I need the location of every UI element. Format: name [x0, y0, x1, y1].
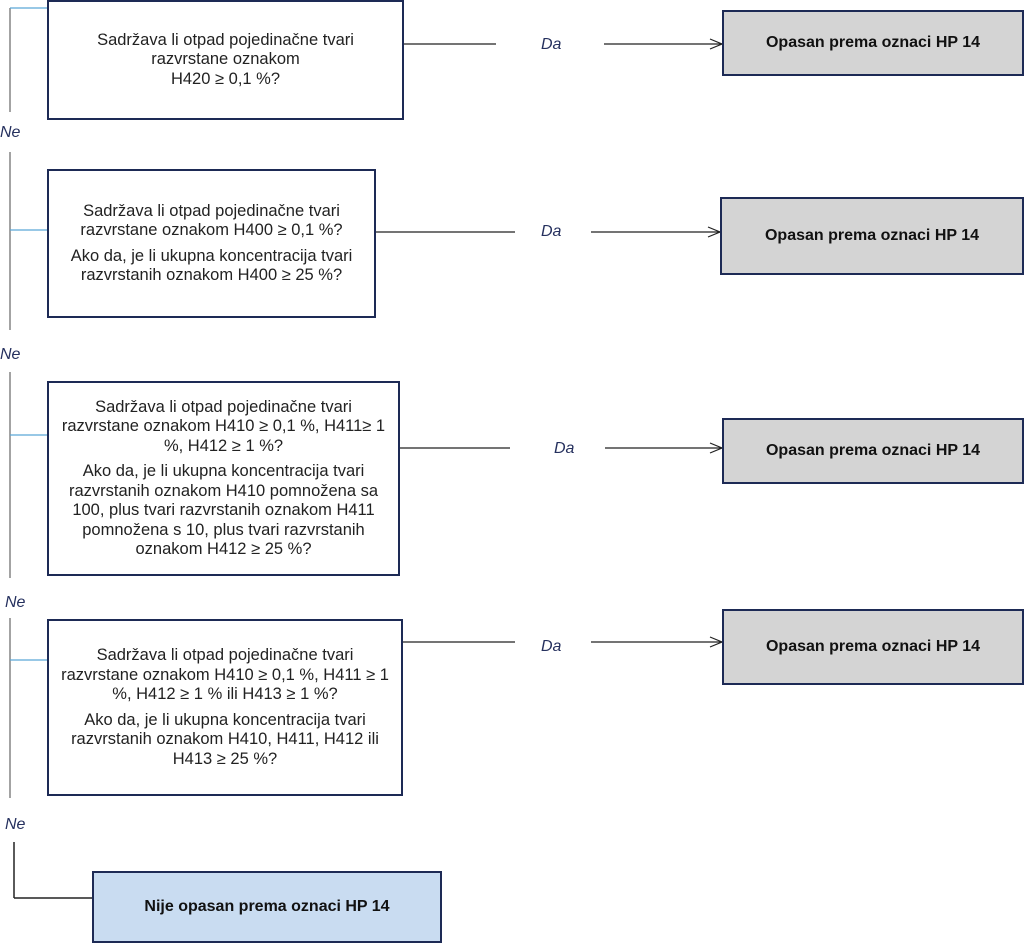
- yes-label-4: Da: [541, 638, 562, 655]
- result-box-3: Opasan prema oznaci HP 14: [722, 418, 1024, 484]
- question-1-text-a: Sadržava li otpad pojedinačne tvari razv…: [97, 30, 354, 69]
- result-box-1: Opasan prema oznaci HP 14: [722, 10, 1024, 76]
- no-label-3: Ne: [5, 594, 26, 611]
- no-label-2: Ne: [0, 346, 21, 363]
- result-box-2: Opasan prema oznaci HP 14: [720, 197, 1024, 275]
- question-2-extra: Ako da, je li ukupna koncentracija tvari…: [70, 246, 353, 285]
- question-4-text: Sadržava li otpad pojedinačne tvari razv…: [61, 646, 389, 703]
- question-2-text: Sadržava li otpad pojedinačne tvari razv…: [80, 201, 343, 240]
- question-3-text: Sadržava li otpad pojedinačne tvari razv…: [61, 397, 386, 455]
- question-box-2: Sadržava li otpad pojedinačne tvari razv…: [47, 169, 376, 318]
- question-box-1: Sadržava li otpad pojedinačne tvari razv…: [47, 0, 404, 120]
- final-result-box: Nije opasan prema oznaci HP 14: [92, 871, 442, 943]
- yes-label-3: Da: [554, 440, 575, 457]
- question-3-extra: Ako da, je li ukupna koncentracija tvari…: [68, 462, 379, 558]
- question-4-extra: Ako da, je li ukupna koncentracija tvari…: [71, 710, 379, 768]
- yes-label-1: Da: [541, 36, 562, 53]
- question-1-text-b: H420 ≥ 0,1 %?: [170, 69, 281, 88]
- question-box-3: Sadržava li otpad pojedinačne tvari razv…: [47, 381, 400, 576]
- no-label-1: Ne: [0, 124, 21, 141]
- question-box-4: Sadržava li otpad pojedinačne tvari razv…: [47, 619, 403, 796]
- result-box-4: Opasan prema oznaci HP 14: [722, 609, 1024, 685]
- yes-label-2: Da: [541, 223, 562, 240]
- no-label-4: Ne: [5, 816, 26, 833]
